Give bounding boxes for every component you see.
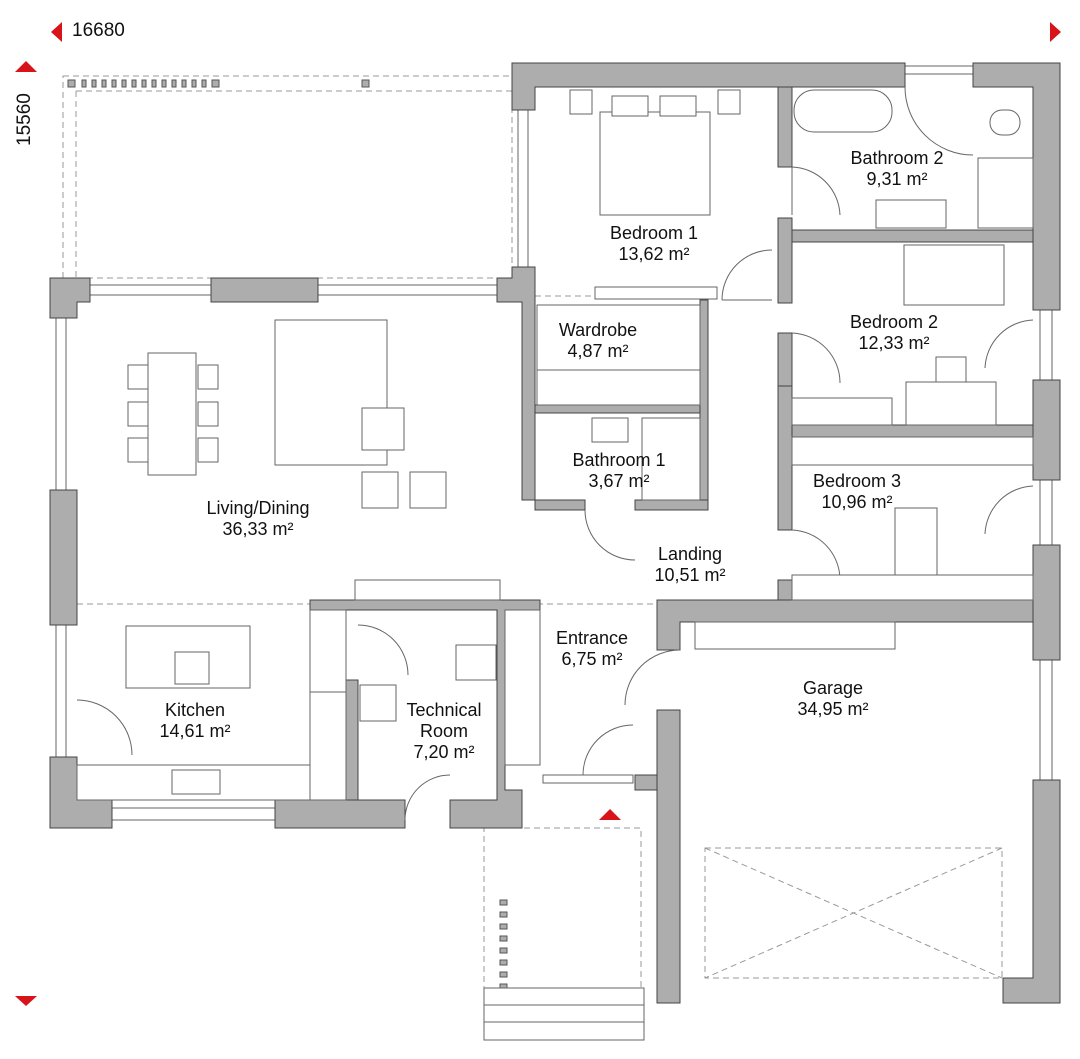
pergola-posts bbox=[67, 79, 508, 990]
width-dimension: 16680 bbox=[72, 20, 125, 41]
furniture bbox=[76, 89, 1034, 801]
steps bbox=[483, 987, 645, 1041]
terrace-outline bbox=[62, 75, 1003, 989]
entrance-arrow-icon bbox=[599, 809, 621, 820]
depth-arrow-down-icon bbox=[15, 996, 37, 1006]
width-arrow-left-icon bbox=[51, 22, 62, 42]
width-arrow-right-icon bbox=[1050, 22, 1061, 42]
depth-dimension: 15560 bbox=[14, 93, 35, 146]
walls bbox=[49, 62, 1061, 1004]
doors bbox=[76, 86, 1034, 821]
windows bbox=[55, 65, 1053, 821]
depth-arrow-up-icon bbox=[15, 61, 37, 72]
